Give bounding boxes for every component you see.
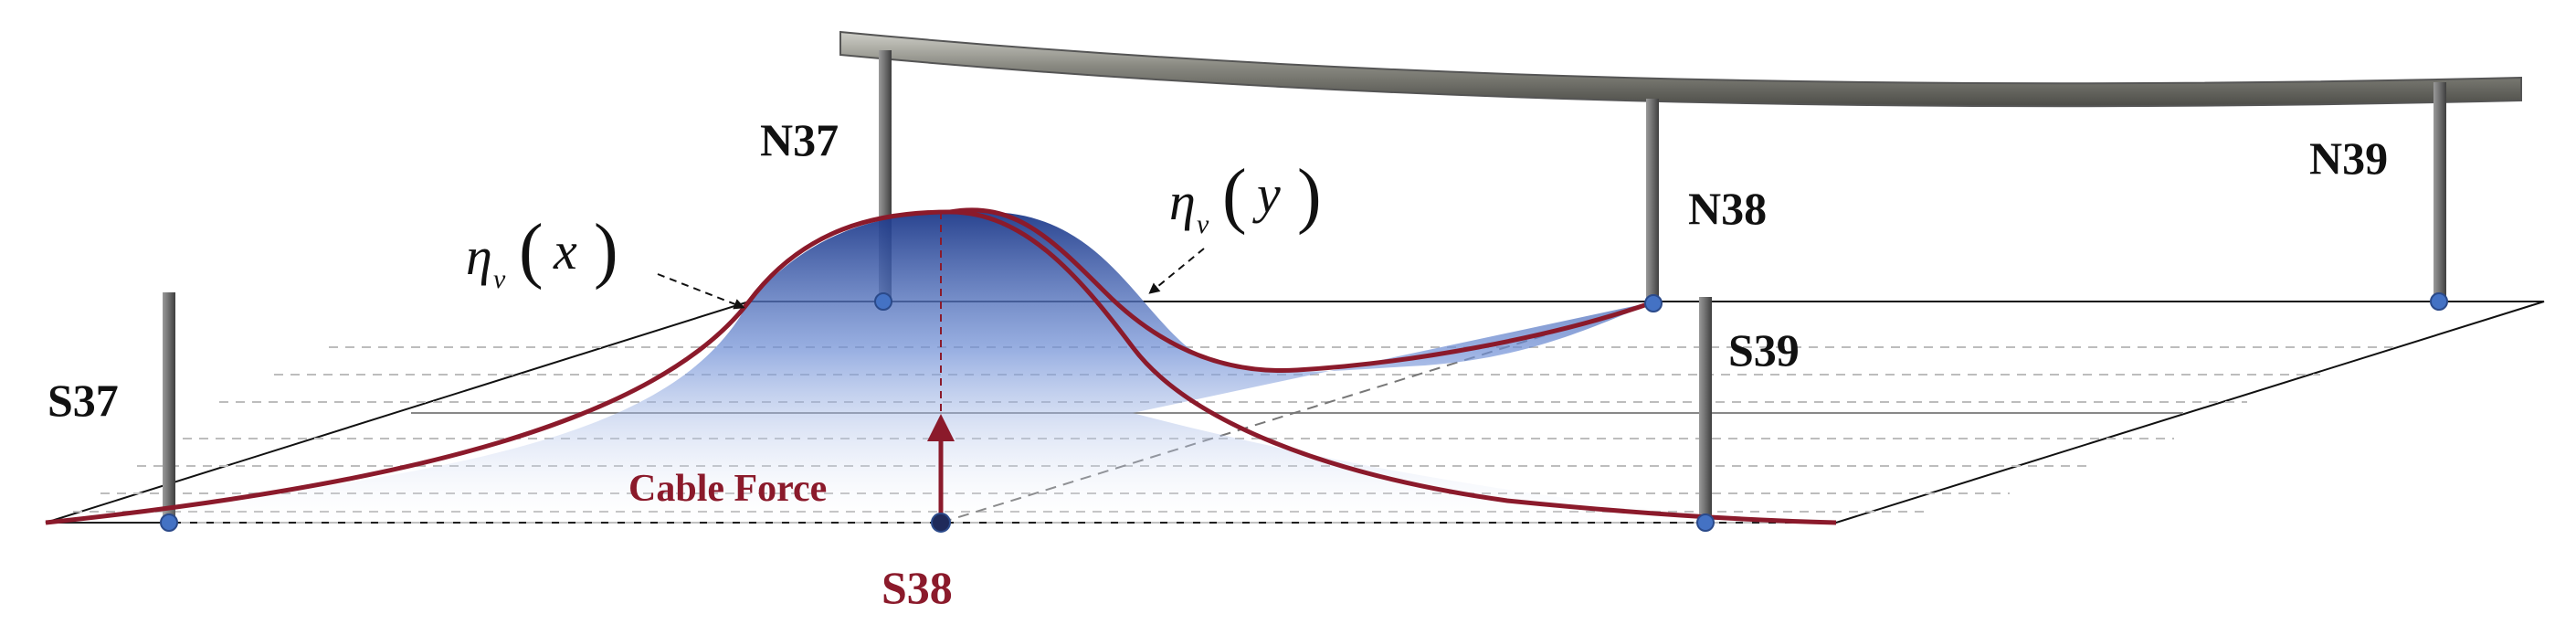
influence-line-y — [949, 207, 1656, 374]
label-s38: S38 — [882, 562, 953, 613]
influence-label-x: η v ( x ) — [466, 210, 618, 294]
arch-beam — [839, 30, 2522, 108]
eta-x-arg: x — [553, 221, 577, 280]
eta-y-symbol: η — [1169, 172, 1196, 231]
node-n38 — [1644, 294, 1663, 312]
label-n38: N38 — [1688, 183, 1767, 234]
node-n39 — [2430, 292, 2448, 311]
label-n39: N39 — [2309, 132, 2388, 184]
nodes — [160, 292, 2448, 533]
cable-s39 — [1699, 297, 1712, 523]
eta-y-subscript: v — [1197, 209, 1209, 239]
label-n37: N37 — [760, 114, 839, 165]
node-n37 — [874, 292, 892, 311]
eta-x-rparen: ) — [594, 210, 618, 291]
eta-x-lparen: ( — [519, 210, 544, 291]
node-s37 — [160, 513, 178, 532]
leader-arrow-y — [1148, 248, 1205, 294]
label-s37: S37 — [48, 375, 119, 426]
influence-label-y: η v ( y ) — [1169, 155, 1322, 239]
eta-x-symbol: η — [466, 227, 492, 286]
cable-n39 — [2433, 82, 2446, 302]
eta-y-rparen: ) — [1297, 155, 1322, 236]
label-cable-force: Cable Force — [628, 468, 827, 510]
node-s39 — [1696, 513, 1715, 532]
influence-line-x — [45, 209, 1837, 525]
eta-x-subscript: v — [493, 264, 506, 294]
eta-y-arg: y — [1252, 164, 1281, 224]
label-s39: S39 — [1728, 324, 1800, 376]
eta-y-lparen: ( — [1222, 155, 1247, 236]
node-s38 — [931, 513, 951, 533]
cable-n38 — [1646, 99, 1659, 302]
cable-s37 — [163, 292, 175, 523]
leader-arrow-x — [657, 273, 745, 310]
